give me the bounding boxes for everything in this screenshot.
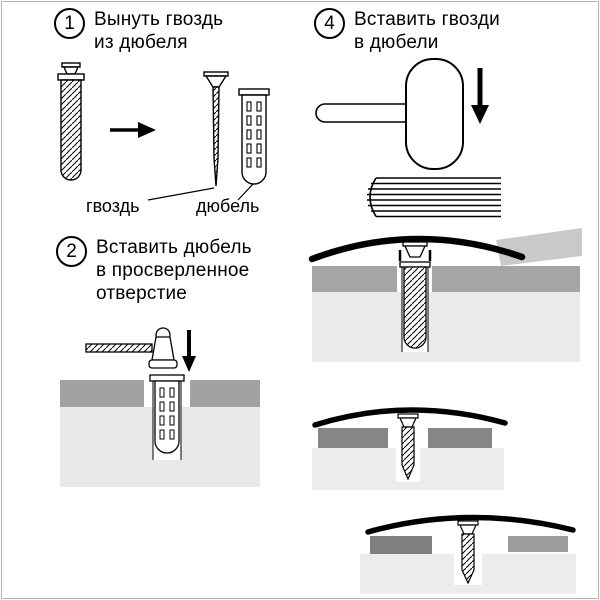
step1-text: Вынуть гвоздь из дюбеля bbox=[94, 8, 223, 54]
step1-line2: из дюбеля bbox=[94, 32, 188, 53]
dowel-in-hole-icon bbox=[149, 374, 185, 454]
dowel-pointer-line bbox=[237, 183, 254, 201]
step4-bottom-cross-section bbox=[360, 514, 576, 594]
nail-label: гвоздь bbox=[86, 196, 140, 216]
dowel-label: дюбель bbox=[196, 196, 260, 216]
floor-cross-section bbox=[312, 428, 504, 490]
step4-line1: Вставить гвозди bbox=[354, 9, 500, 30]
nail-pointer-line bbox=[147, 187, 215, 201]
strip-flanges bbox=[398, 250, 432, 261]
threshold-strip bbox=[308, 235, 526, 263]
step2-line2: в просверленное bbox=[96, 260, 250, 281]
step2-number-badge: 2 bbox=[56, 236, 87, 267]
step2-text: Вставить дюбель в просверленное отверсти… bbox=[96, 236, 252, 305]
nail-icon bbox=[457, 520, 479, 585]
step1-number: 1 bbox=[64, 12, 75, 34]
step4-mid-cross-section bbox=[312, 407, 508, 490]
arrow-right-icon bbox=[110, 122, 156, 138]
hammer-icon bbox=[85, 327, 178, 369]
nail-icon bbox=[397, 413, 419, 481]
dowel-icon bbox=[238, 88, 270, 185]
step2-illustration bbox=[60, 327, 260, 487]
step4-number: 4 bbox=[324, 12, 335, 34]
dowel-slots bbox=[246, 101, 262, 168]
tapping-block-lines bbox=[367, 177, 501, 218]
step4-text: Вставить гвозди в дюбели bbox=[354, 8, 500, 54]
step4-number-badge: 4 bbox=[314, 8, 345, 39]
nail-in-dowel-icon bbox=[399, 241, 431, 349]
step4-mallet-illustration bbox=[315, 58, 501, 218]
mallet-icon bbox=[315, 58, 464, 170]
step4-line2: в дюбели bbox=[354, 32, 439, 53]
step1-illustration bbox=[57, 62, 270, 201]
step1-header: 1 Вынуть гвоздь из дюбеля bbox=[54, 8, 223, 54]
step2-line3: отверстие bbox=[96, 283, 188, 304]
step2-line1: Вставить дюбель bbox=[96, 237, 252, 258]
threshold-strip bbox=[312, 407, 508, 428]
dowel-with-nail-icon bbox=[57, 62, 85, 181]
step1-number-badge: 1 bbox=[54, 8, 85, 39]
arrow-down-icon bbox=[471, 68, 489, 124]
step2-header: 2 Вставить дюбель в просверленное отверс… bbox=[56, 236, 252, 305]
floor-panel bbox=[496, 228, 582, 266]
arrow-down-icon bbox=[182, 330, 196, 372]
step1-line1: Вынуть гвоздь bbox=[94, 9, 224, 30]
step2-number: 2 bbox=[66, 240, 77, 262]
floor-cross-section bbox=[312, 266, 580, 362]
step4-main-cross-section bbox=[308, 228, 582, 362]
step4-header: 4 Вставить гвозди в дюбели bbox=[314, 8, 500, 54]
nail-icon bbox=[203, 71, 229, 187]
threshold-strip bbox=[365, 514, 576, 535]
dowel-slots bbox=[159, 387, 175, 440]
